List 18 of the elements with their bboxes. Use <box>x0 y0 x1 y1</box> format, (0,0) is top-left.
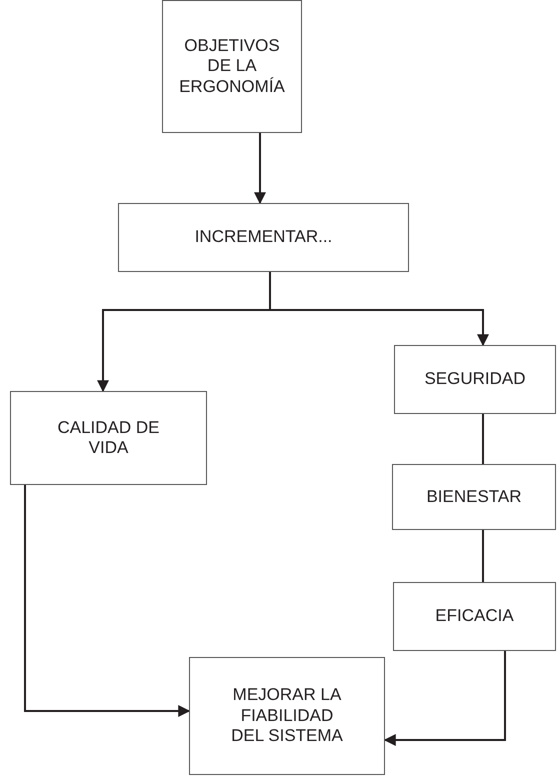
box-label: CALIDAD DE VIDA <box>56 418 161 458</box>
process-box <box>393 582 556 651</box>
box-label: MEJORAR LA FIABILIDAD DEL SISTEMA <box>230 685 344 747</box>
box-label: INCREMENTAR... <box>194 227 332 248</box>
box-label: SEGURIDAD <box>424 369 526 390</box>
process-box <box>10 391 207 485</box>
arrow <box>24 485 190 717</box>
process-box <box>392 464 556 530</box>
box-label: EFICACIA <box>435 606 514 627</box>
process-box <box>394 345 556 414</box>
process-box <box>189 657 385 775</box>
arrow <box>384 651 506 746</box>
box-label: OBJETIVOS DE LA ERGONOMÍA <box>178 36 286 98</box>
arrow <box>269 272 489 346</box>
box-label: BIENESTAR <box>426 486 522 508</box>
process-box <box>118 203 409 272</box>
arrow <box>254 133 266 204</box>
process-box <box>162 0 302 133</box>
